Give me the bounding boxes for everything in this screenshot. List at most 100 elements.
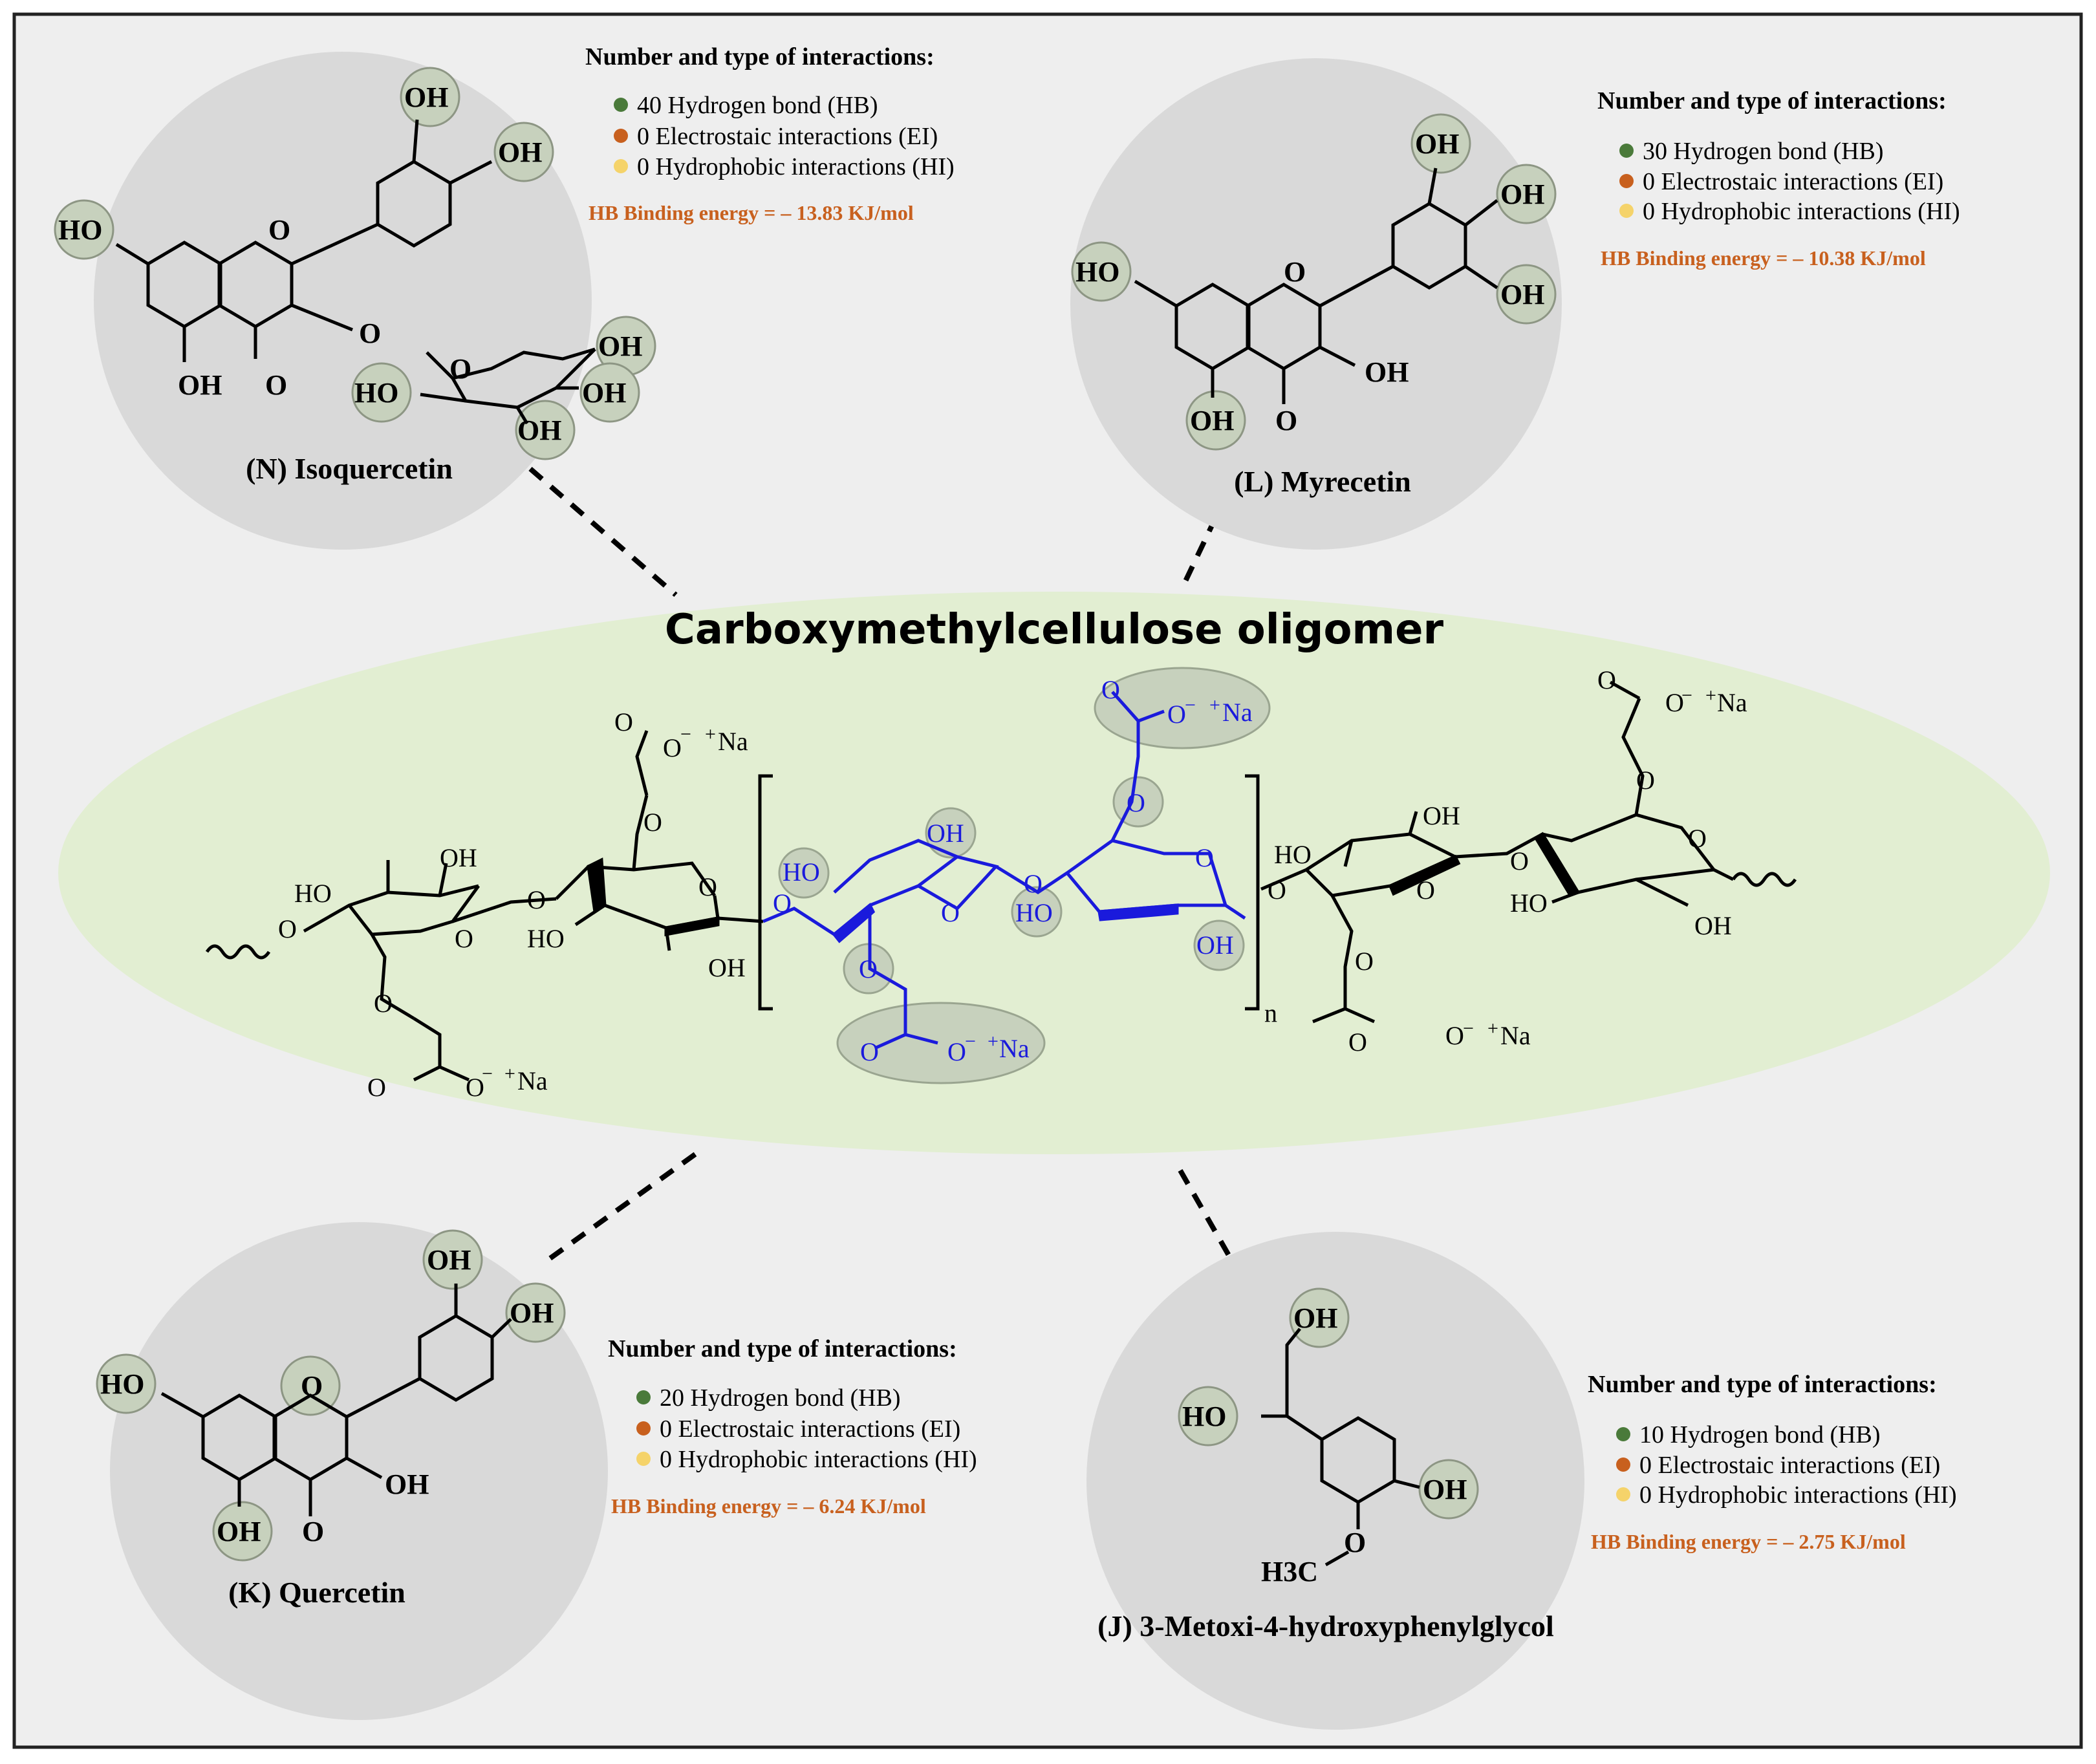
cmc-oh-2: OH: [708, 953, 746, 982]
cmc-o-20: O: [1665, 688, 1684, 717]
n-oh-s3: OH: [582, 377, 626, 409]
ru-oh-2: OH: [1196, 930, 1234, 960]
j-o-methoxy: O: [1344, 1527, 1366, 1558]
l-oh-mid: OH: [1500, 178, 1544, 210]
ru-o-2: O: [941, 898, 960, 927]
block-k-ei: 0 Electrostaic interactions (EI): [660, 1415, 960, 1443]
cmc-o-19: O: [1597, 665, 1616, 694]
cmc-left-units: [205, 730, 764, 1082]
cmc-oh-1: OH: [440, 843, 477, 872]
cmc-right-units: [1260, 680, 1797, 1024]
charge-minus-3: −: [1463, 1018, 1474, 1039]
cmc-brackets: [758, 774, 1260, 1011]
ru-o-3: O: [859, 954, 878, 984]
block-n-energy: HB Binding energy = – 13.83 KJ/mol: [589, 201, 914, 224]
cmc-o-2: O: [455, 924, 473, 953]
block-k-ei-dot: [636, 1421, 651, 1436]
cmc-ho-4: HO: [1510, 888, 1548, 918]
block-l-energy: HB Binding energy = – 10.38 KJ/mol: [1601, 246, 1926, 270]
cmc-o-18: O: [1636, 766, 1655, 795]
ru-o-10: O: [1167, 700, 1186, 729]
label-n: (N) Isoquercetin: [246, 452, 453, 485]
n-oh-s4: OH: [517, 414, 561, 446]
ru-na-2: Na: [1222, 698, 1253, 727]
cmc-o-17: O: [1688, 824, 1707, 853]
cmc-o-10: O: [663, 733, 682, 762]
cmc-o-6: O: [527, 885, 546, 914]
j-oh-right: OH: [1423, 1474, 1467, 1505]
cmc-ho-3: HO: [1274, 840, 1312, 869]
n-ho-s2: HO: [354, 377, 398, 409]
block-n-hi: 0 Hydrophobic interactions (HI): [637, 153, 955, 180]
block-n-hi-dot: [614, 159, 628, 173]
cmc-o-1: O: [278, 914, 297, 943]
charge-minus-4: −: [1681, 685, 1692, 706]
label-k: (K) Quercetin: [228, 1576, 405, 1609]
block-k-hi-dot: [636, 1452, 651, 1466]
interactions-block-l: Number and type of interactions: 30 Hydr…: [1597, 87, 1960, 270]
block-l-title: Number and type of interactions:: [1597, 87, 1947, 114]
repeat-n: n: [1264, 998, 1277, 1027]
block-k-hb-dot: [636, 1390, 651, 1404]
block-l-hi-dot: [1619, 204, 1634, 218]
cmc-na-3: Na: [1500, 1021, 1531, 1050]
block-j-hb: 10 Hydrogen bond (HB): [1639, 1421, 1881, 1448]
structure-j: OH HO OH O H3C (J) 3-Metoxi-4-hydroxyphe…: [1097, 1287, 1554, 1642]
charge-plus-2: +: [705, 724, 716, 745]
block-n-hb-dot: [614, 98, 628, 112]
ru-o-4: O: [860, 1037, 879, 1066]
n-oh-s1: OH: [598, 330, 642, 362]
connector-k: [545, 1152, 697, 1264]
ru-o-8: O: [1127, 788, 1145, 817]
interactions-block-j: Number and type of interactions: 10 Hydr…: [1588, 1371, 1957, 1553]
structure-l: OH OH OH HO O OH OH O (L) Myrecetin: [1071, 113, 1557, 498]
cmc-o-3: O: [374, 989, 393, 1018]
k-oh-right: OH: [510, 1297, 554, 1329]
n-oh-top: OH: [404, 81, 448, 113]
n-o-keto: O: [265, 369, 287, 401]
n-o-ring: O: [268, 214, 290, 246]
charge-minus-1: −: [482, 1063, 493, 1084]
ru-minus-2: −: [1185, 694, 1196, 716]
connector-n: [528, 466, 678, 597]
block-n-ei-dot: [614, 129, 628, 143]
dashed-connectors: [528, 466, 1235, 1264]
j-oh-top: OH: [1293, 1302, 1337, 1334]
circle-j: [1086, 1232, 1584, 1730]
cmc-o-9: O: [614, 707, 633, 737]
block-j-title: Number and type of interactions:: [1588, 1371, 1937, 1398]
ru-o-5: O: [947, 1037, 966, 1066]
block-n-hb: 40 Hydrogen bond (HB): [637, 92, 878, 119]
ru-minus-1: −: [965, 1031, 976, 1052]
block-j-hb-dot: [1616, 1427, 1630, 1441]
ru-plus-2: +: [1209, 694, 1220, 716]
block-l-ei: 0 Electrostaic interactions (EI): [1643, 168, 1943, 195]
charge-plus-3: +: [1487, 1018, 1498, 1039]
cmc-oh-4: OH: [1694, 911, 1732, 940]
n-o-sugar: O: [449, 353, 471, 385]
cmc-o-4: O: [367, 1073, 386, 1102]
cmc-o-16: O: [1510, 846, 1529, 876]
circle-n: [94, 52, 592, 550]
charge-minus-2: −: [680, 724, 691, 745]
ru-plus-1: +: [988, 1031, 999, 1052]
ru-oh-1: OH: [927, 819, 964, 848]
connector-j: [1178, 1169, 1235, 1262]
cmc-na-1: Na: [517, 1066, 548, 1095]
l-ho-left: HO: [1075, 256, 1119, 288]
k-o-ring: O: [301, 1370, 323, 1402]
charge-plus-4: +: [1705, 685, 1716, 706]
l-oh-bot: OH: [1500, 279, 1544, 310]
j-h3c: H3C: [1261, 1556, 1318, 1587]
block-j-ei: 0 Electrostaic interactions (EI): [1639, 1452, 1940, 1479]
cmc-o-15: O: [1445, 1021, 1464, 1050]
k-ho-left: HO: [100, 1368, 144, 1400]
block-k-hi: 0 Hydrophobic interactions (HI): [660, 1446, 977, 1473]
cmc-o-7: O: [698, 872, 717, 901]
n-oh-right: OH: [498, 136, 542, 168]
n-ho-left: HO: [58, 214, 102, 246]
l-oh-5: OH: [1190, 405, 1234, 436]
cmc-ellipse: [58, 592, 2050, 1154]
ru-o-9: O: [1101, 675, 1120, 704]
cmc-o-5: O: [466, 1073, 484, 1102]
